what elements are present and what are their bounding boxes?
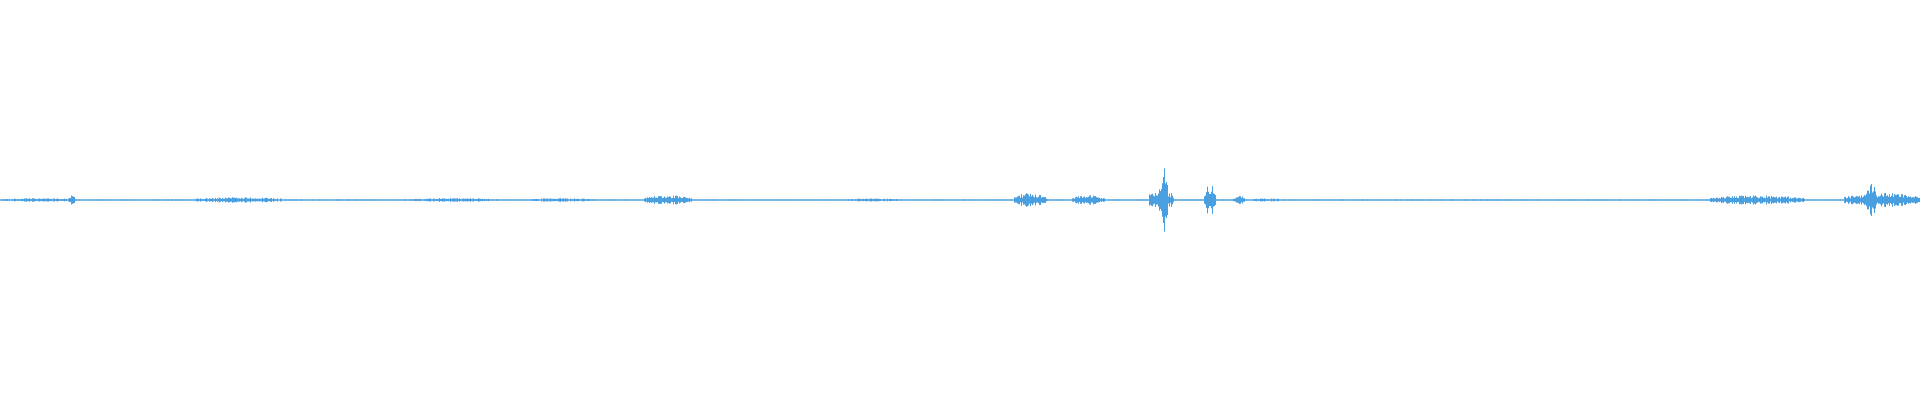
waveform-samples [0, 168, 1920, 232]
waveform-sample-path [0, 168, 1920, 232]
